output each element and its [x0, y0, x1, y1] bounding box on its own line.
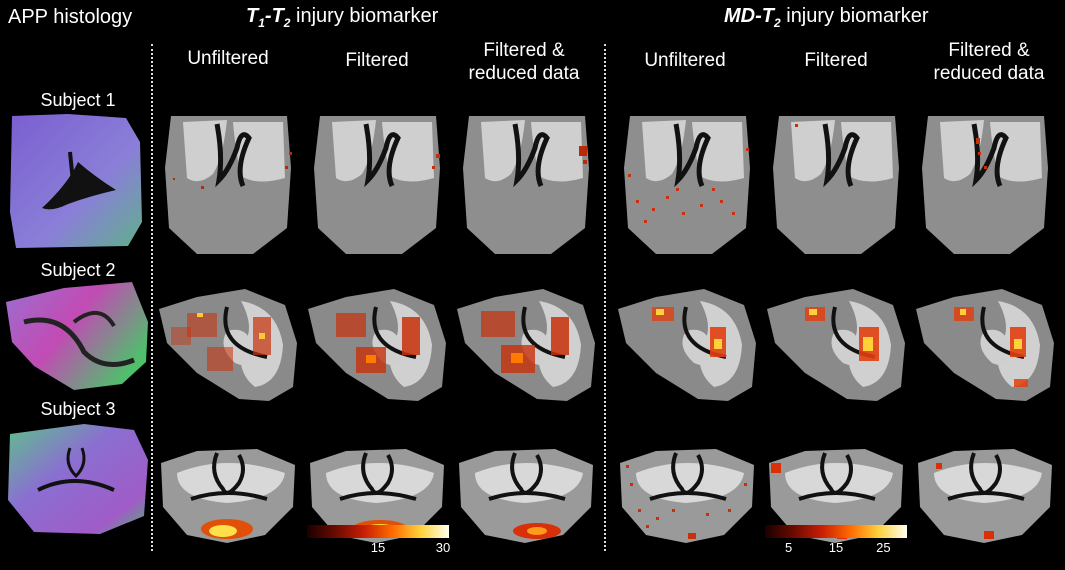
md-dash: -	[755, 5, 762, 27]
subject-label-1: Subject 1	[40, 90, 116, 110]
map-s1-mdt2-reduced	[922, 116, 1048, 254]
col-label-t1t2-filtered: Filtered	[345, 50, 409, 71]
colorbar-mdt2-ticks: 5 15 25	[765, 540, 907, 556]
map-s1-t1t2-filtered	[314, 116, 440, 254]
map-s1-t1t2-unfiltered	[165, 116, 292, 254]
colorbar-tick-label: 30	[435, 540, 451, 555]
map-s2-mdt2-unfiltered	[618, 289, 756, 401]
t2-symbol: T	[271, 5, 284, 27]
col-label-mdt2-filtered: Filtered	[804, 50, 868, 71]
map-s1-t1t2-reduced	[463, 116, 589, 254]
map-s3-t1t2-reduced	[459, 449, 593, 543]
subject-label-3: Subject 3	[40, 399, 116, 419]
md-t2-subscript: 2	[774, 16, 781, 30]
map-s3-mdt2-reduced	[918, 449, 1052, 543]
col-label-mdt2-unfiltered: Unfiltered	[644, 50, 726, 71]
histology-image-subject-2	[6, 282, 148, 390]
colorbar-mdt2	[765, 525, 907, 538]
histology-image-subject-3	[8, 424, 148, 534]
md-symbol: MD	[724, 5, 756, 27]
histology-image-subject-1	[10, 114, 142, 248]
t1-t2-header: T1-T2 injury biomarker	[246, 5, 438, 30]
map-s2-t1t2-reduced	[457, 289, 595, 401]
md-t2-header-rest: injury biomarker	[780, 5, 929, 27]
md-t2-header: MD-T2 injury biomarker	[724, 5, 929, 30]
map-s1-mdt2-unfiltered	[624, 116, 750, 254]
t1-t2-header-rest: injury biomarker	[290, 5, 439, 27]
subject-label-2: Subject 2	[40, 260, 116, 280]
col-label-t1t2-unfiltered: Unfiltered	[187, 48, 269, 69]
colorbar-tick-label: 25	[876, 540, 891, 555]
map-s1-mdt2-filtered	[773, 116, 899, 254]
map-s2-mdt2-filtered	[767, 289, 905, 401]
colorbar-t1t2	[307, 525, 449, 538]
col-label-mdt2-reduced: Filtered & reduced data	[933, 40, 1045, 84]
histology-header: APP histology	[8, 6, 133, 28]
map-s2-t1t2-unfiltered	[159, 289, 297, 401]
col-label-t1t2-reduced: Filtered & reduced data	[468, 40, 580, 84]
t1-subscript: 1	[258, 16, 265, 30]
colorbar-tick-label: 5	[785, 540, 793, 555]
divider-biomarkers	[604, 44, 606, 551]
map-s3-mdt2-unfiltered	[620, 449, 754, 543]
colorbar-tick-label: 15	[370, 540, 386, 555]
map-s3-t1t2-unfiltered	[161, 449, 295, 543]
map-s2-t1t2-filtered	[308, 289, 446, 401]
map-s2-mdt2-reduced	[916, 289, 1054, 401]
md-t2-symbol: T	[761, 5, 774, 27]
t1-dash: -	[264, 5, 272, 27]
divider-histology	[151, 44, 153, 551]
t1-symbol: T	[246, 5, 259, 27]
map-s3-t1t2-filtered	[310, 449, 444, 543]
t2-subscript: 2	[283, 16, 291, 30]
colorbar-tick-label: 15	[828, 540, 844, 555]
